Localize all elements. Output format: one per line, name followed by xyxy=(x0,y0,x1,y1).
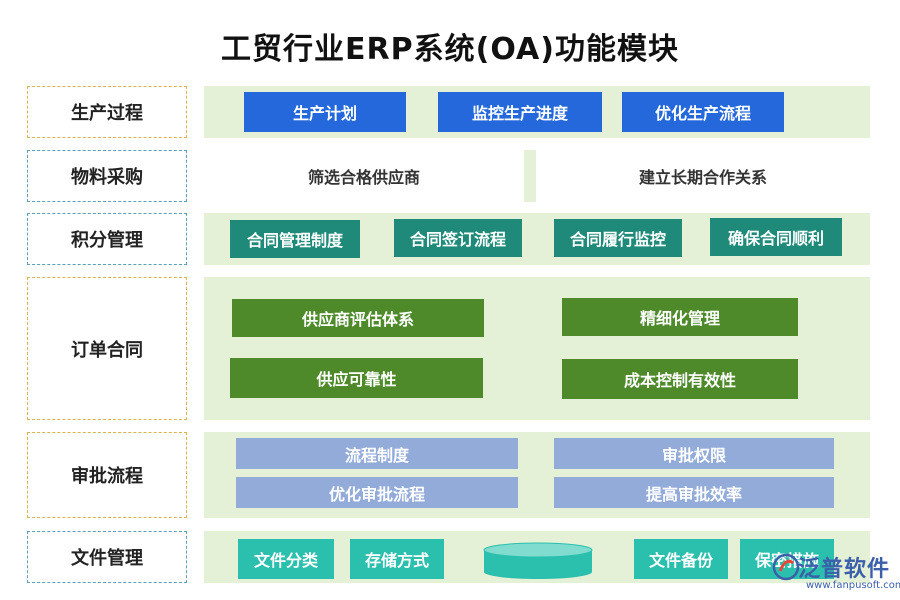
screen-suppliers-block: 筛选合格供应商 xyxy=(204,150,524,202)
page-title: 工贸行业ERP系统(OA)功能模块 xyxy=(221,32,679,67)
supplier-evaluation-block: 供应商评估体系 xyxy=(232,299,484,337)
panel-points-management: 合同管理制度 合同签订流程 合同履行监控 确保合同顺利 xyxy=(204,213,870,265)
storage-method-block: 存储方式 xyxy=(350,539,444,579)
label-points-management: 积分管理 xyxy=(27,213,187,265)
production-plan-block: 生产计划 xyxy=(244,92,406,132)
brand-logo: 泛普软件 www.fanpusoft.com xyxy=(770,547,900,597)
process-system-block: 流程制度 xyxy=(236,438,518,469)
brand-logo-icon xyxy=(772,553,800,581)
optimize-process-block: 优化生产流程 xyxy=(622,92,784,132)
label-production-process: 生产过程 xyxy=(27,86,187,138)
panel-file-management: 文件分类 存储方式 文件备份 保密措施 xyxy=(204,531,870,583)
approval-authority-block: 审批权限 xyxy=(554,438,834,469)
panel-approval-process: 流程制度 审批权限 优化审批流程 提高审批效率 xyxy=(204,432,870,518)
brand-logo-url: www.fanpusoft.com xyxy=(806,580,900,591)
contract-signing-block: 合同签订流程 xyxy=(394,219,522,257)
improve-efficiency-block: 提高审批效率 xyxy=(554,477,834,508)
file-backup-block: 文件备份 xyxy=(634,539,728,579)
brand-logo-name: 泛普软件 xyxy=(798,557,891,582)
refined-management-block: 精细化管理 xyxy=(562,298,798,336)
database-cylinder-icon xyxy=(483,542,593,579)
supply-reliability-block: 供应可靠性 xyxy=(230,358,483,398)
contract-system-block: 合同管理制度 xyxy=(230,220,360,258)
monitor-progress-block: 监控生产进度 xyxy=(438,92,602,132)
optimize-approval-block: 优化审批流程 xyxy=(236,477,518,508)
label-approval-process: 审批流程 xyxy=(27,432,187,518)
file-classification-block: 文件分类 xyxy=(238,539,334,579)
label-file-management: 文件管理 xyxy=(27,531,187,583)
label-order-contract: 订单合同 xyxy=(27,277,187,420)
label-material-procurement: 物料采购 xyxy=(27,150,187,202)
cost-control-block: 成本控制有效性 xyxy=(562,359,798,399)
contract-smooth-block: 确保合同顺利 xyxy=(710,218,842,256)
contract-monitor-block: 合同履行监控 xyxy=(554,219,682,257)
long-term-partnership-block: 建立长期合作关系 xyxy=(536,150,870,202)
panel-production-process: 生产计划 监控生产进度 优化生产流程 xyxy=(204,86,870,138)
panel-order-contract: 供应商评估体系 精细化管理 供应可靠性 成本控制有效性 xyxy=(204,277,870,420)
panel-material-procurement: 筛选合格供应商 建立长期合作关系 xyxy=(204,150,870,202)
